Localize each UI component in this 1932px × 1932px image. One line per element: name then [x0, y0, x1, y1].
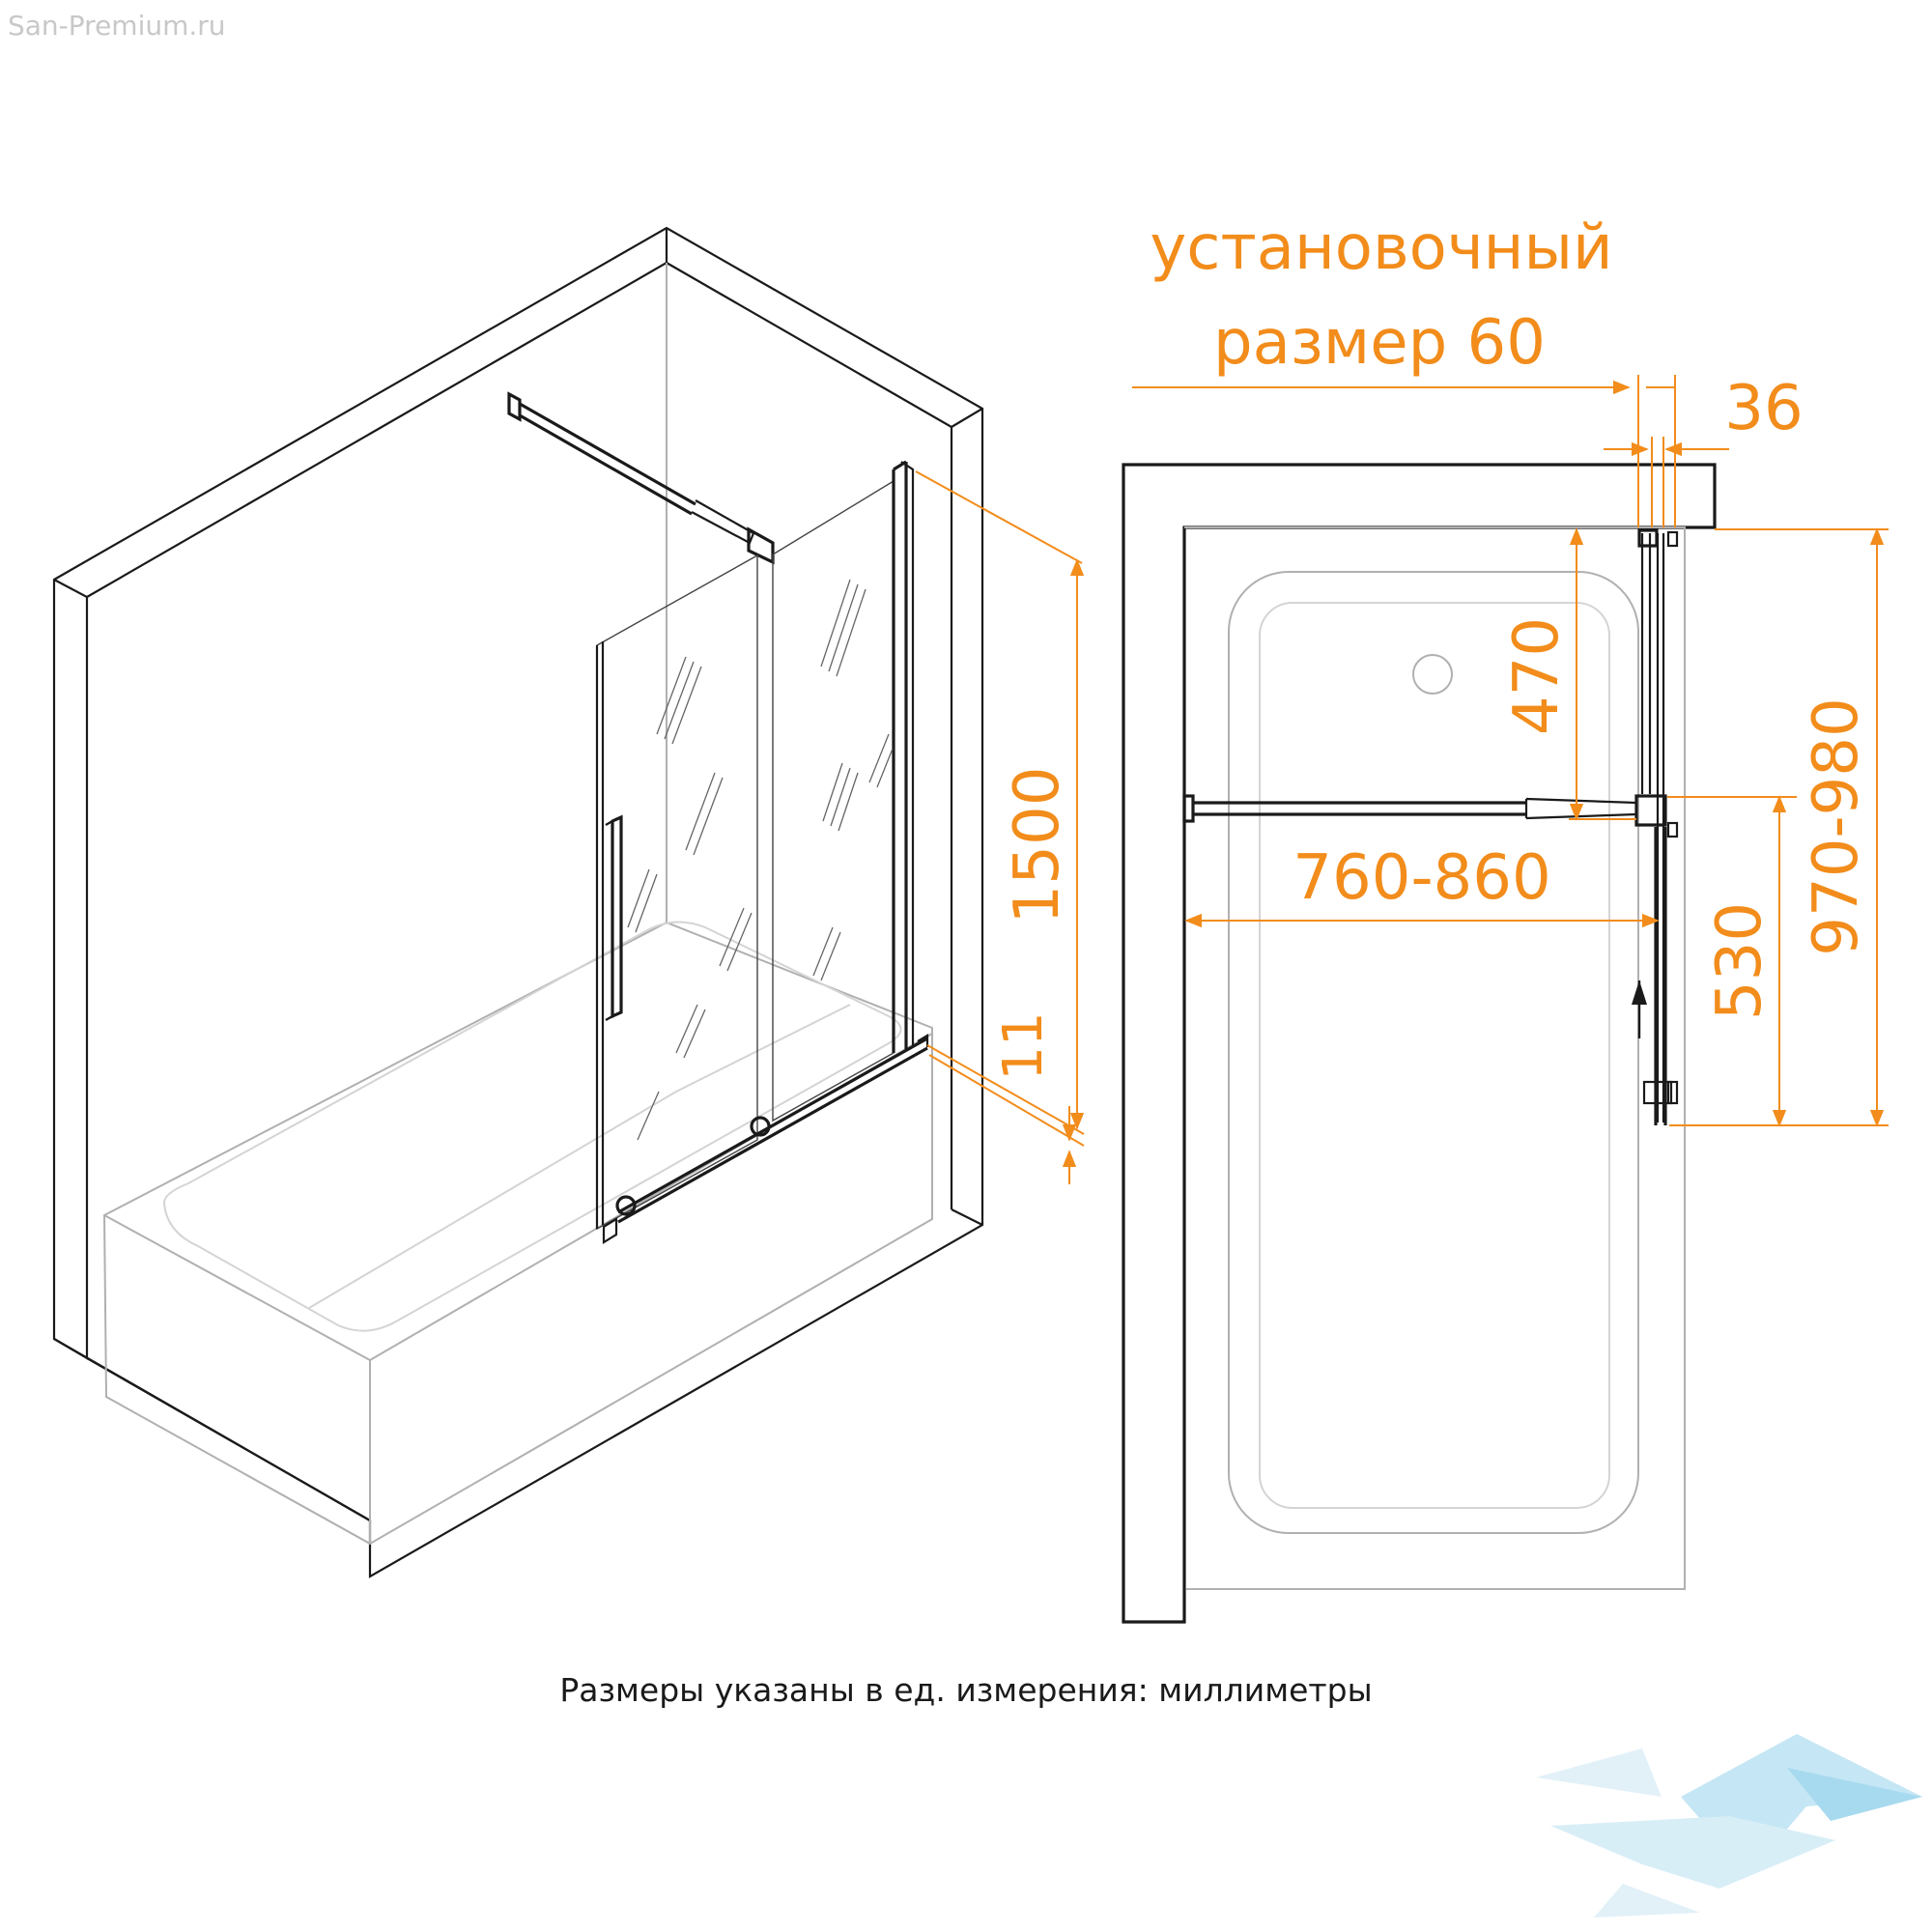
- plan-bathtub: [1184, 526, 1686, 1590]
- dimension-1500: 1500: [915, 470, 1085, 1135]
- plan-view: установочный размер 60 36 470 760-860: [1122, 213, 1889, 1624]
- dimension-11-label: 11: [992, 1011, 1055, 1080]
- units-caption: Размеры указаны в ед. измерения: миллиме…: [559, 1671, 1373, 1709]
- wall: [52, 226, 984, 1578]
- dimension-470: 470: [1501, 527, 1636, 821]
- bottom-rail: [602, 1034, 929, 1244]
- dimension-11: 11: [928, 1011, 1085, 1184]
- fixed-glass-panel: [772, 460, 915, 1122]
- dimension-470-label: 470: [1501, 617, 1573, 735]
- dimension-install-60: установочный размер 60: [1132, 213, 1676, 527]
- sliding-glass-panel: [595, 554, 758, 1231]
- profile-36-label: 36: [1724, 373, 1803, 444]
- watermark: San-Premium.ru: [8, 10, 226, 42]
- dimension-profile-36: 36: [1604, 373, 1804, 527]
- dimension-760-860: 760-860: [1184, 842, 1660, 928]
- install-label-line2: размер 60: [1213, 307, 1546, 379]
- dimension-760-860-label: 760-860: [1293, 842, 1550, 914]
- dimension-1500-label: 1500: [1002, 767, 1073, 924]
- bird-logo-icon: [1536, 1734, 1922, 1918]
- dimension-970-980: 970-980: [1669, 527, 1889, 1127]
- plan-stabilizer-bar: [1182, 794, 1637, 823]
- isometric-view: 1500 11: [52, 226, 1085, 1578]
- plan-wall: [1122, 463, 1717, 1624]
- dimension-970-980-label: 970-980: [1801, 697, 1872, 955]
- install-label-line1: установочный: [1150, 213, 1612, 284]
- dimension-530: 530: [1667, 795, 1797, 1127]
- plan-glass: [1632, 528, 1679, 1125]
- stabilizer-bar: [507, 391, 775, 565]
- bathtub: [102, 921, 933, 1546]
- dimension-530-label: 530: [1704, 902, 1776, 1020]
